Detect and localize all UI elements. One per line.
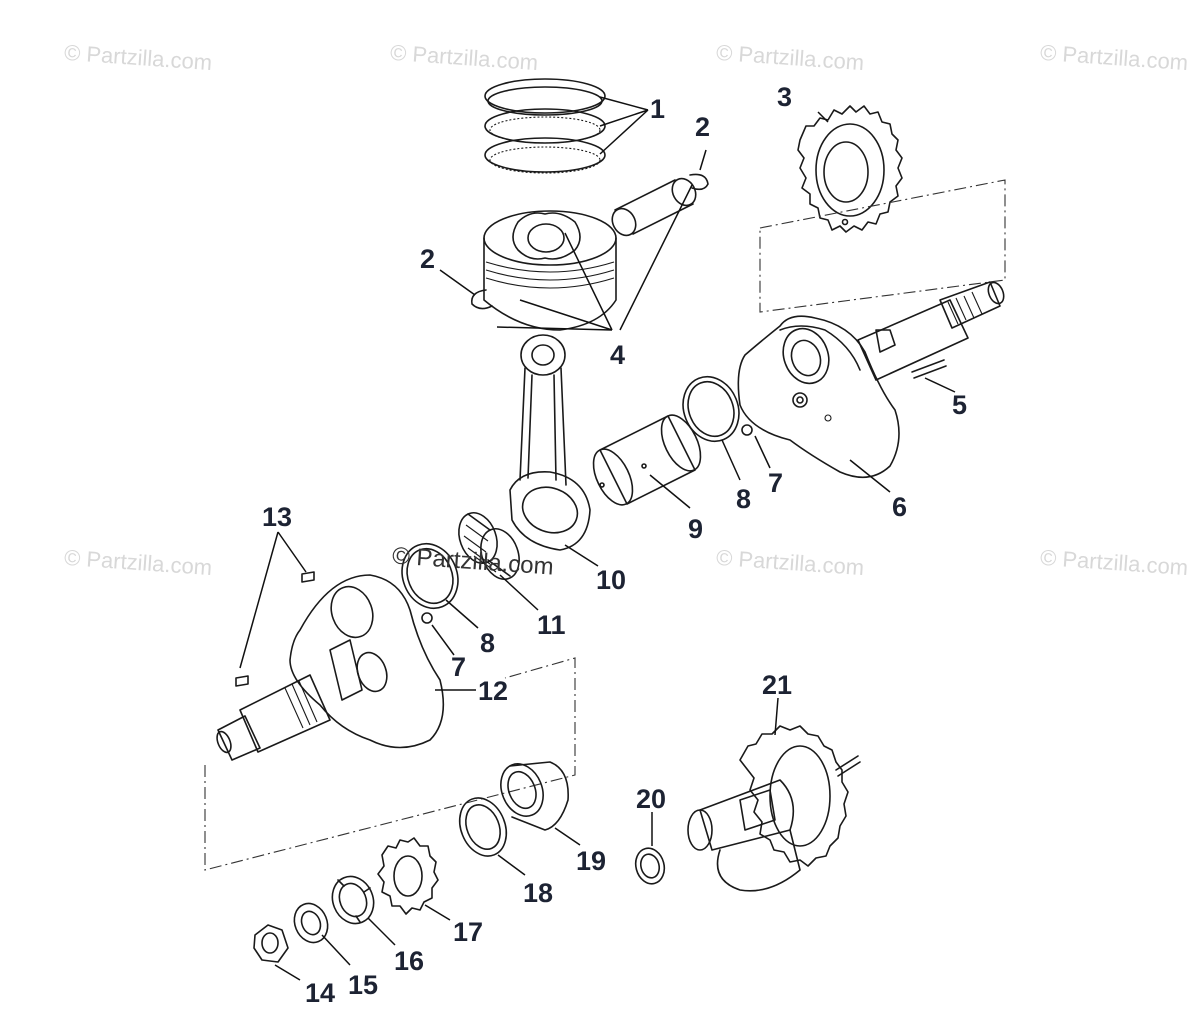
- connecting-rod: [509, 334, 591, 551]
- thrust-ring-left: [401, 542, 459, 610]
- timing-sprocket: [377, 837, 439, 915]
- ball-left: [421, 612, 433, 624]
- callout-21: 21: [762, 670, 792, 700]
- piston: [483, 210, 617, 331]
- callout-11: 11: [537, 610, 566, 640]
- hex-nut: [253, 924, 289, 963]
- callout-2-lower: 2: [420, 244, 435, 274]
- piston-rings: [484, 78, 606, 174]
- circlip-lower: [470, 289, 493, 310]
- circlip-upper: [689, 173, 709, 191]
- crank-pin: [592, 414, 702, 506]
- ball-right: [741, 424, 753, 436]
- callout-7-right: 7: [768, 468, 783, 498]
- balancer-shaft-gear: [687, 725, 861, 892]
- callout-4: 4: [610, 340, 625, 370]
- callout-6: 6: [892, 492, 907, 522]
- callout-7-left: 7: [451, 652, 466, 682]
- callout-15: 15: [348, 970, 378, 1000]
- needle-bearing: [458, 512, 520, 580]
- main-bearing: [500, 761, 569, 831]
- callout-14: 14: [305, 978, 335, 1008]
- callout-20: 20: [636, 784, 666, 814]
- callout-16: 16: [394, 946, 424, 976]
- callout-9: 9: [688, 514, 703, 544]
- washer: [293, 902, 329, 944]
- callout-1: 1: [650, 94, 665, 124]
- oil-seal: [458, 797, 508, 857]
- callout-5: 5: [952, 390, 967, 420]
- callout-12: 12: [478, 676, 508, 706]
- crank-gear: [797, 105, 903, 233]
- callout-17: 17: [453, 917, 483, 947]
- callout-numbers: 1 2 2 3 4 5 6 7 7 8 8 9 10 11 12 13 14 1…: [262, 82, 967, 1008]
- callout-8-left: 8: [480, 628, 495, 658]
- spacer-washer: [634, 847, 666, 885]
- callout-13: 13: [262, 502, 292, 532]
- piston-pin: [611, 177, 697, 237]
- callout-19: 19: [576, 846, 606, 876]
- gear-assembly-line: [759, 179, 1006, 313]
- callout-3: 3: [777, 82, 792, 112]
- callout-18: 18: [523, 878, 553, 908]
- left-assembly-line: [204, 657, 576, 871]
- leader-lines: [239, 96, 956, 981]
- callout-10: 10: [596, 565, 626, 595]
- thrust-ring-right: [682, 375, 740, 443]
- callout-2-upper: 2: [695, 112, 710, 142]
- callout-8-right: 8: [736, 484, 751, 514]
- crankshaft-left-half: [216, 571, 445, 761]
- lock-washer: [331, 875, 375, 925]
